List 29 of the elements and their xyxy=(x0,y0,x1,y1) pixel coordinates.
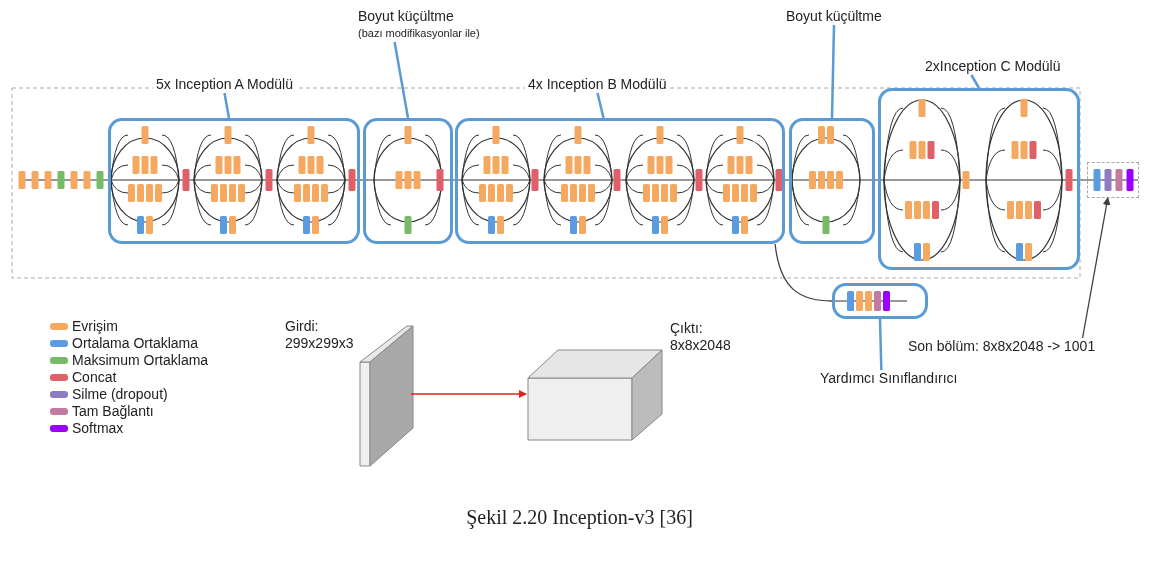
connector-line xyxy=(774,243,833,302)
legend-label: Silme (dropout) xyxy=(72,386,168,403)
output-layers-frame xyxy=(1087,162,1139,198)
legend-label: Tam Bağlantı xyxy=(72,403,154,420)
legend-label: Evrişim xyxy=(72,318,118,335)
module-box xyxy=(455,118,785,244)
leader-line xyxy=(393,41,410,119)
legend-label: Concat xyxy=(72,369,117,386)
module-box xyxy=(878,88,1080,270)
legend-label: Ortalama Ortaklama xyxy=(72,335,199,352)
size-label: Girdi: 299x299x3 xyxy=(285,318,355,352)
module-heading: Boyut küçültme xyxy=(358,8,455,25)
module-heading: 4x Inception B Modülü xyxy=(525,76,670,93)
leader-line xyxy=(878,318,883,371)
leader-line xyxy=(830,24,836,119)
module-box xyxy=(789,118,875,244)
legend-label: Maksimum Ortaklama xyxy=(72,352,209,369)
legend-label: Softmax xyxy=(72,420,124,437)
size-label: Çıktı: 8x8x2048 xyxy=(670,320,732,354)
arrow xyxy=(1081,197,1111,339)
module-box xyxy=(108,118,360,244)
figure-caption: Şekil 2.20 Inception-v3 [36] xyxy=(465,506,694,529)
arrow xyxy=(410,390,527,398)
leader-line xyxy=(223,92,231,119)
module-subheading: (bazı modifikasyonlar ile) xyxy=(358,26,480,41)
module-box xyxy=(363,118,453,244)
leader-line xyxy=(596,92,605,119)
leader-line xyxy=(970,74,981,89)
module-heading: 5x Inception A Modülü xyxy=(153,76,296,93)
